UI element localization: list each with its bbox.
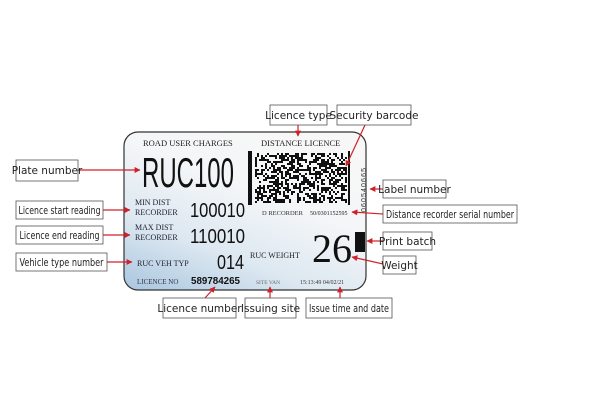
d-recorder-label: D RECORDER (262, 210, 304, 217)
header-road-user-charges: ROAD USER CHARGES (143, 138, 233, 148)
issue-datetime: 15:13:49 04/02/21 (300, 280, 344, 286)
label-number: 060540665 (361, 168, 368, 212)
callout-licence-start-text: Licence start reading (19, 205, 101, 217)
veh-typ-label: RUC VEH TYP (137, 259, 189, 268)
callout-recorder-serial-text: Distance recorder serial number (386, 209, 515, 221)
weight-value: 26 (312, 226, 352, 271)
callout-security-barcode: Security barcode (330, 104, 419, 126)
callout-licence-type-text: Licence type (265, 110, 332, 122)
callout-vehicle-type: Vehicle type number (15, 252, 108, 272)
callout-recorder-serial: Distance recorder serial number (382, 204, 518, 224)
callout-weight: Weight (381, 255, 418, 275)
header-distance-licence: DISTANCE LICENCE (261, 138, 340, 148)
callout-label-number: Label number (378, 179, 451, 199)
licence-no-label: LICENCE NO (137, 278, 178, 286)
callout-issuing-site-text: Issuing site (241, 303, 300, 315)
callout-plate-number: Plate number (12, 159, 83, 182)
min-dist-label-1: MIN DIST (135, 198, 170, 207)
max-dist-label-1: MAX DIST (135, 223, 174, 232)
callout-print-batch: Print batch (379, 231, 436, 251)
callout-issue-time: Issue time and date (305, 297, 393, 319)
callout-weight-text: Weight (381, 260, 418, 272)
d-recorder-value: 50/0301152595 (310, 211, 347, 217)
callout-plate-number-text: Plate number (12, 165, 83, 177)
callout-vehicle-type-text: Vehicle type number (20, 257, 105, 269)
callout-print-batch-text: Print batch (379, 236, 436, 248)
print-batch-mark (355, 232, 365, 252)
callout-licence-number: Licence number (157, 297, 242, 319)
callout-licence-number-text: Licence number (157, 303, 242, 315)
callout-security-barcode-text: Security barcode (330, 110, 419, 122)
plate-number: RUC100 (142, 149, 234, 196)
security-barcode (248, 151, 350, 205)
min-dist-label-2: RECORDER (135, 208, 178, 217)
callout-arrows (78, 124, 384, 299)
callout-licence-start: Licence start reading (15, 200, 104, 220)
min-dist-value: 100010 (190, 200, 245, 222)
callout-licence-end-text: Licence end reading (20, 230, 100, 242)
weight-label: RUC WEIGHT (250, 251, 300, 260)
max-dist-value: 110010 (190, 226, 245, 248)
licence-card: ROAD USER CHARGES DISTANCE LICENCE RUC10… (123, 131, 368, 291)
licence-no-value: 589784265 (191, 276, 240, 287)
callout-licence-type: Licence type (265, 104, 332, 126)
max-dist-label-2: RECORDER (135, 233, 178, 242)
issuing-site: SITE VAN (256, 280, 280, 286)
veh-typ-value: 014 (217, 252, 244, 274)
callout-licence-end: Licence end reading (15, 225, 104, 245)
callout-issuing-site: Issuing site (241, 297, 300, 319)
callout-issue-time-text: Issue time and date (309, 303, 389, 315)
callout-label-number-text: Label number (378, 184, 451, 196)
